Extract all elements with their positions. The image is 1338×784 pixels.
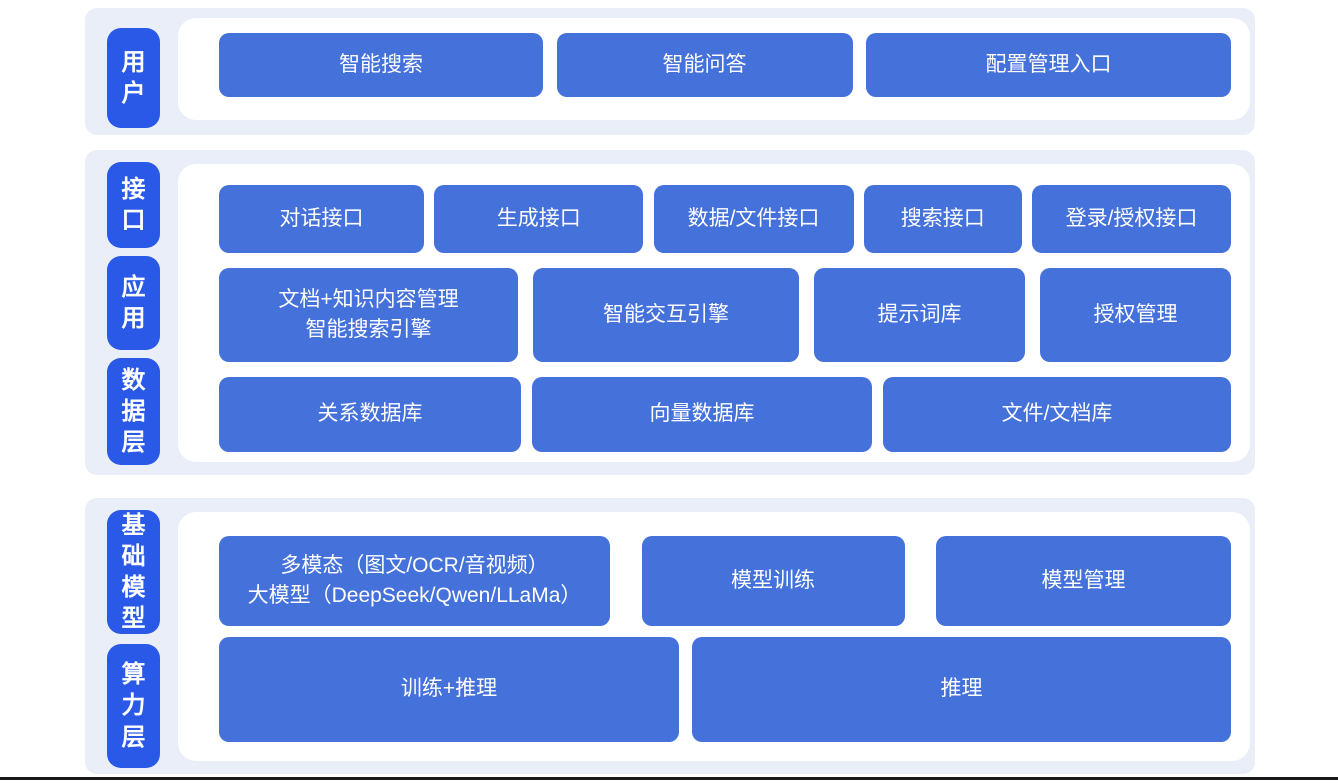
box-doc-knowledge-search-engine: 文档+知识内容管理 智能搜索引擎 bbox=[219, 268, 518, 362]
box-model-training: 模型训练 bbox=[641, 536, 905, 626]
row-compute-layer: 训练+推理 推理 bbox=[219, 637, 1231, 742]
row-application-layer: 文档+知识内容管理 智能搜索引擎 智能交互引擎 提示词库 授权管理 bbox=[219, 268, 1231, 362]
layer-label-data-text: 数据层 bbox=[121, 366, 146, 457]
box-smart-search: 智能搜索 bbox=[219, 33, 543, 97]
box-multimodal-llm: 多模态（图文/OCR/音视频） 大模型（DeepSeek/Qwen/LLaMa） bbox=[219, 536, 610, 626]
layer-label-compute: 算力层 bbox=[107, 644, 160, 768]
box-model-management: 模型管理 bbox=[936, 536, 1231, 626]
layer-label-foundation-model: 基础模型 bbox=[107, 510, 160, 634]
band-user-layer: 用户 智能搜索 智能问答 配置管理入口 bbox=[85, 8, 1255, 135]
row-user-entries: 智能搜索 智能问答 配置管理入口 bbox=[219, 33, 1231, 97]
layer-label-compute-text: 算力层 bbox=[121, 661, 146, 751]
box-training-inference: 训练+推理 bbox=[219, 637, 679, 742]
box-inference: 推理 bbox=[692, 637, 1231, 742]
box-data-file-api: 数据/文件接口 bbox=[653, 185, 854, 253]
row-foundation-model-layer: 多模态（图文/OCR/音视频） 大模型（DeepSeek/Qwen/LLaMa）… bbox=[219, 536, 1231, 626]
layer-label-application-text: 应用 bbox=[121, 273, 146, 332]
layer-label-application: 应用 bbox=[107, 256, 160, 350]
box-generation-api: 生成接口 bbox=[434, 185, 644, 253]
band-foundation-compute: 基础模型 算力层 多模态（图文/OCR/音视频） 大模型（DeepSeek/Qw… bbox=[85, 498, 1255, 774]
layer-label-user-text: 用户 bbox=[121, 48, 146, 107]
box-vector-db: 向量数据库 bbox=[532, 377, 872, 452]
box-login-auth-api: 登录/授权接口 bbox=[1032, 185, 1231, 253]
box-search-api: 搜索接口 bbox=[863, 185, 1022, 253]
box-config-management-entry: 配置管理入口 bbox=[866, 33, 1231, 97]
layer-label-interface: 接口 bbox=[107, 162, 160, 248]
box-dialog-api: 对话接口 bbox=[219, 185, 424, 253]
row-data-layer: 关系数据库 向量数据库 文件/文档库 bbox=[219, 377, 1231, 452]
layer-label-user: 用户 bbox=[107, 28, 160, 128]
layer-label-foundation-model-text: 基础模型 bbox=[121, 511, 146, 633]
layer-label-data: 数据层 bbox=[107, 358, 160, 465]
box-smart-qa: 智能问答 bbox=[556, 33, 853, 97]
bottom-border-line bbox=[0, 777, 1338, 780]
box-file-doc-store: 文件/文档库 bbox=[883, 377, 1231, 452]
box-auth-management: 授权管理 bbox=[1040, 268, 1231, 362]
row-interface-layer: 对话接口 生成接口 数据/文件接口 搜索接口 登录/授权接口 bbox=[219, 185, 1231, 253]
band-middle-layers: 接口 应用 数据层 对话接口 生成接口 数据/文件接口 搜索接口 登录/授权接口… bbox=[85, 150, 1255, 475]
box-relational-db: 关系数据库 bbox=[219, 377, 521, 452]
box-prompt-library: 提示词库 bbox=[814, 268, 1025, 362]
layer-label-interface-text: 接口 bbox=[121, 175, 146, 234]
box-smart-interaction-engine: 智能交互引擎 bbox=[533, 268, 799, 362]
